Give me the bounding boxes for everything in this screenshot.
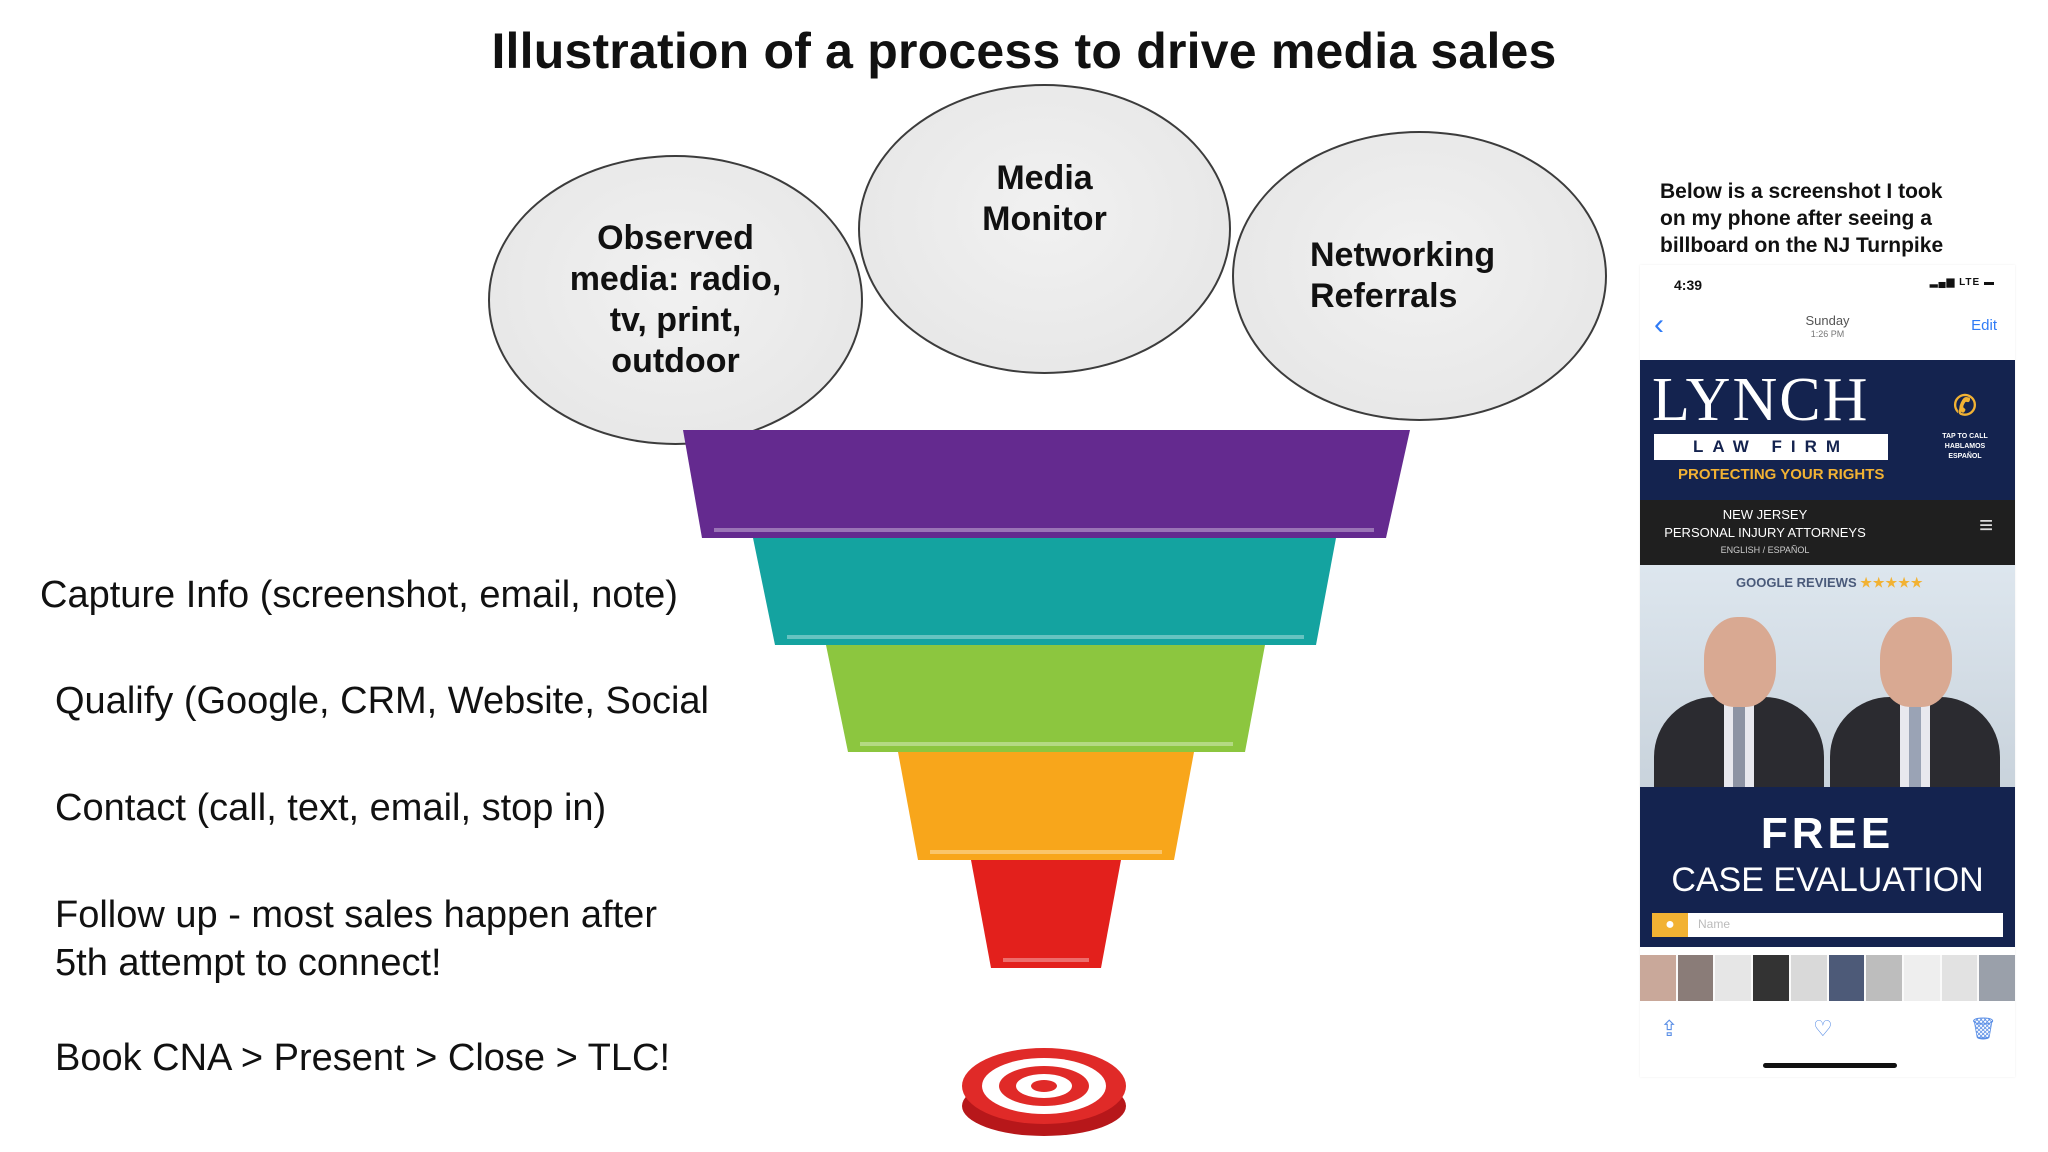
photo-thumbnail[interactable] <box>1941 955 1978 1001</box>
user-icon: ● <box>1652 913 1688 937</box>
name-input[interactable]: ● Name <box>1652 913 2003 937</box>
phone-icon: ✆ <box>1953 390 1977 421</box>
source-bubble-label: Media Monitor <box>982 159 1107 238</box>
step-book-cna: Book CNA > Present > Close > TLC! <box>55 1037 670 1079</box>
funnel-layer-4 <box>898 752 1194 860</box>
photo-thumbnail[interactable] <box>1715 955 1752 1001</box>
call-box: ✆ TAP TO CALL HABLAMOS ESPAÑOL <box>1930 380 2000 462</box>
photo-time: 1:26 PM <box>1810 329 1845 339</box>
name-placeholder: Name <box>1698 917 1731 931</box>
subheader-language: ENGLISH / ESPAÑOL <box>1720 545 1810 555</box>
bullseye-target-icon <box>962 1048 1126 1136</box>
google-reviews: GOOGLE REVIEWS ★★★★★ <box>1736 575 1924 590</box>
call-text: TAP TO CALL HABLAMOS ESPAÑOL <box>1942 433 1988 460</box>
source-bubble-media-monitor: Media Monitor <box>858 84 1231 374</box>
law-firm-banner: LAW FIRM <box>1654 434 1888 460</box>
site-subheader: NEW JERSEY PERSONAL INJURY ATTORNEYS ENG… <box>1640 500 2015 565</box>
source-bubble-observed-media: Observed media: radio, tv, print, outdoo… <box>488 155 863 445</box>
photo-thumbnail[interactable] <box>1828 955 1865 1001</box>
funnel-layer-2 <box>753 538 1336 645</box>
home-indicator <box>1763 1063 1897 1068</box>
step-qualify: Qualify (Google, CRM, Website, Social <box>55 680 709 722</box>
photo-thumbnail[interactable] <box>1753 955 1789 1001</box>
subheader-practice: PERSONAL INJURY ATTORNEYS <box>1664 525 1866 540</box>
photos-toolbar: ⇪ ♡ 🗑 <box>1640 1010 2015 1050</box>
step-follow-up: Follow up - most sales happen after 5th … <box>55 894 657 984</box>
slide-title: Illustration of a process to drive media… <box>491 23 1557 79</box>
case-evaluation-panel: FREE CASE EVALUATION ● Name <box>1640 787 2015 947</box>
photo-thumbnail-strip[interactable] <box>1640 955 2015 1001</box>
status-time: 4:39 <box>1674 277 1703 293</box>
attorney-right-image <box>1830 597 2000 787</box>
back-chevron-icon[interactable]: ‹ <box>1654 308 1664 341</box>
subheader-state: NEW JERSEY <box>1722 507 1808 522</box>
free-heading: FREE <box>1760 809 1895 858</box>
photo-thumbnail[interactable] <box>1979 955 2015 1001</box>
trash-icon[interactable]: 🗑 <box>1969 1016 1997 1041</box>
attorney-left-image <box>1654 597 1824 787</box>
photo-thumbnail[interactable] <box>1640 955 1676 1001</box>
photos-nav-bar: ‹ Sunday 1:26 PM Edit <box>1640 305 2015 350</box>
photo-thumbnail[interactable] <box>1790 955 1827 1001</box>
case-evaluation-heading: CASE EVALUATION <box>1671 861 1984 899</box>
screenshot-caption: Below is a screenshot I took on my phone… <box>1660 180 1944 257</box>
phone-status-bar: 4:39 ▂▄▆ LTE ▬ <box>1640 265 2015 305</box>
step-capture-info: Capture Info (screenshot, email, note) <box>40 574 678 616</box>
photo-thumbnail[interactable] <box>1866 955 1902 1001</box>
share-icon[interactable]: ⇪ <box>1660 1016 1679 1041</box>
source-bubble-label: Observed media: radio, tv, print, outdoo… <box>569 219 782 380</box>
step-contact: Contact (call, text, email, stop in) <box>55 787 607 829</box>
hamburger-menu-icon[interactable]: ≡ <box>1978 512 1993 539</box>
lynch-site-header: LYNCH LAW FIRM PROTECTING YOUR RIGHTS ✆ … <box>1640 360 2015 500</box>
attorneys-photo: GOOGLE REVIEWS ★★★★★ <box>1640 565 2015 787</box>
funnel-layer-5 <box>971 860 1121 968</box>
status-signal: ▂▄▆ LTE ▬ <box>1929 277 1995 288</box>
photo-thumbnail[interactable] <box>1677 955 1714 1001</box>
photo-day: Sunday <box>1805 313 1850 328</box>
funnel-layer-1 <box>683 430 1410 538</box>
source-bubble-networking: Networking Referrals <box>1232 131 1607 421</box>
source-bubble-label: Networking Referrals <box>1310 236 1496 315</box>
heart-icon[interactable]: ♡ <box>1813 1016 1833 1041</box>
funnel-layer-3 <box>826 645 1265 752</box>
photo-thumbnail[interactable] <box>1903 955 1940 1001</box>
tagline: PROTECTING YOUR RIGHTS <box>1678 466 1885 483</box>
phone-screenshot: 4:39 ▂▄▆ LTE ▬ ‹ Sunday 1:26 PM Edit LYN… <box>1640 265 2015 1077</box>
edit-button[interactable]: Edit <box>1971 317 1997 334</box>
lynch-logo-text: LYNCH <box>1652 366 1870 434</box>
